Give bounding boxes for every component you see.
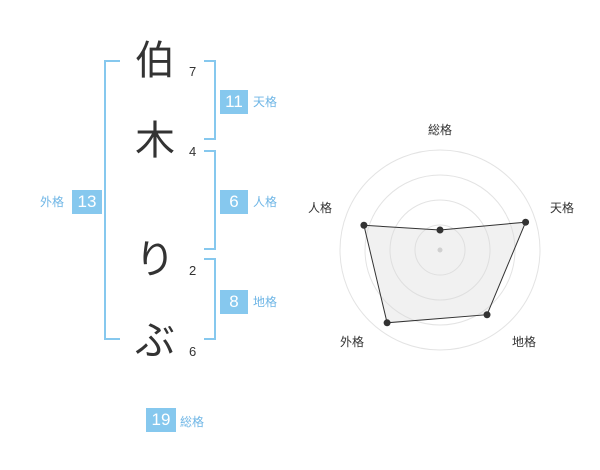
gaikaku-label: 外格 (40, 195, 65, 209)
radar-polygon (363, 221, 527, 324)
chikaku-bracket (204, 258, 216, 340)
axis-label-tenkaku: 天格 (550, 200, 574, 215)
radar-ring-2 (389, 199, 491, 301)
radar-center (437, 247, 443, 253)
radar-ring-3 (364, 174, 516, 326)
gaikaku-bracket (104, 60, 120, 340)
radar-points (360, 218, 530, 327)
name-char-1: 伯 (135, 38, 175, 84)
gaikaku-badge: 13 (72, 190, 102, 214)
radar-rings (339, 149, 541, 351)
stroke-count-3: 2 (189, 263, 197, 278)
axis-label-jinkaku: 人格 (308, 200, 332, 215)
tenkaku-badge: 11 (220, 90, 248, 114)
radar-ring-4 (339, 149, 541, 351)
radar-point-3 (383, 319, 391, 327)
name-char-3: り (135, 237, 175, 283)
radar-point-2 (483, 311, 491, 319)
tenkaku-bracket (204, 60, 216, 140)
tenkaku-label: 天格 (253, 95, 278, 109)
jinkaku-bracket (204, 150, 216, 250)
soukaku-badge: 19 (146, 408, 176, 432)
radar-chart: 総格 天格 地格 外格 人格 (308, 122, 574, 351)
soukaku-label: 総格 (180, 415, 205, 429)
radar-ring-1 (414, 224, 466, 276)
stroke-count-2: 4 (189, 144, 197, 159)
jinkaku-label: 人格 (253, 195, 278, 209)
jinkaku-badge: 6 (220, 190, 248, 214)
chikaku-label: 地格 (253, 295, 278, 309)
radar-point-1 (522, 218, 530, 226)
stroke-count-1: 7 (189, 64, 197, 79)
axis-label-gaikaku: 外格 (340, 334, 364, 349)
axis-label-soukaku: 総格 (428, 122, 452, 137)
name-char-4: ぶ (135, 318, 175, 364)
radar-point-0 (436, 226, 444, 234)
name-char-2: 木 (135, 118, 175, 164)
stroke-count-4: 6 (189, 344, 197, 359)
chikaku-badge: 8 (220, 290, 248, 314)
axis-label-chikaku: 地格 (512, 334, 536, 349)
radar-point-4 (360, 221, 368, 229)
